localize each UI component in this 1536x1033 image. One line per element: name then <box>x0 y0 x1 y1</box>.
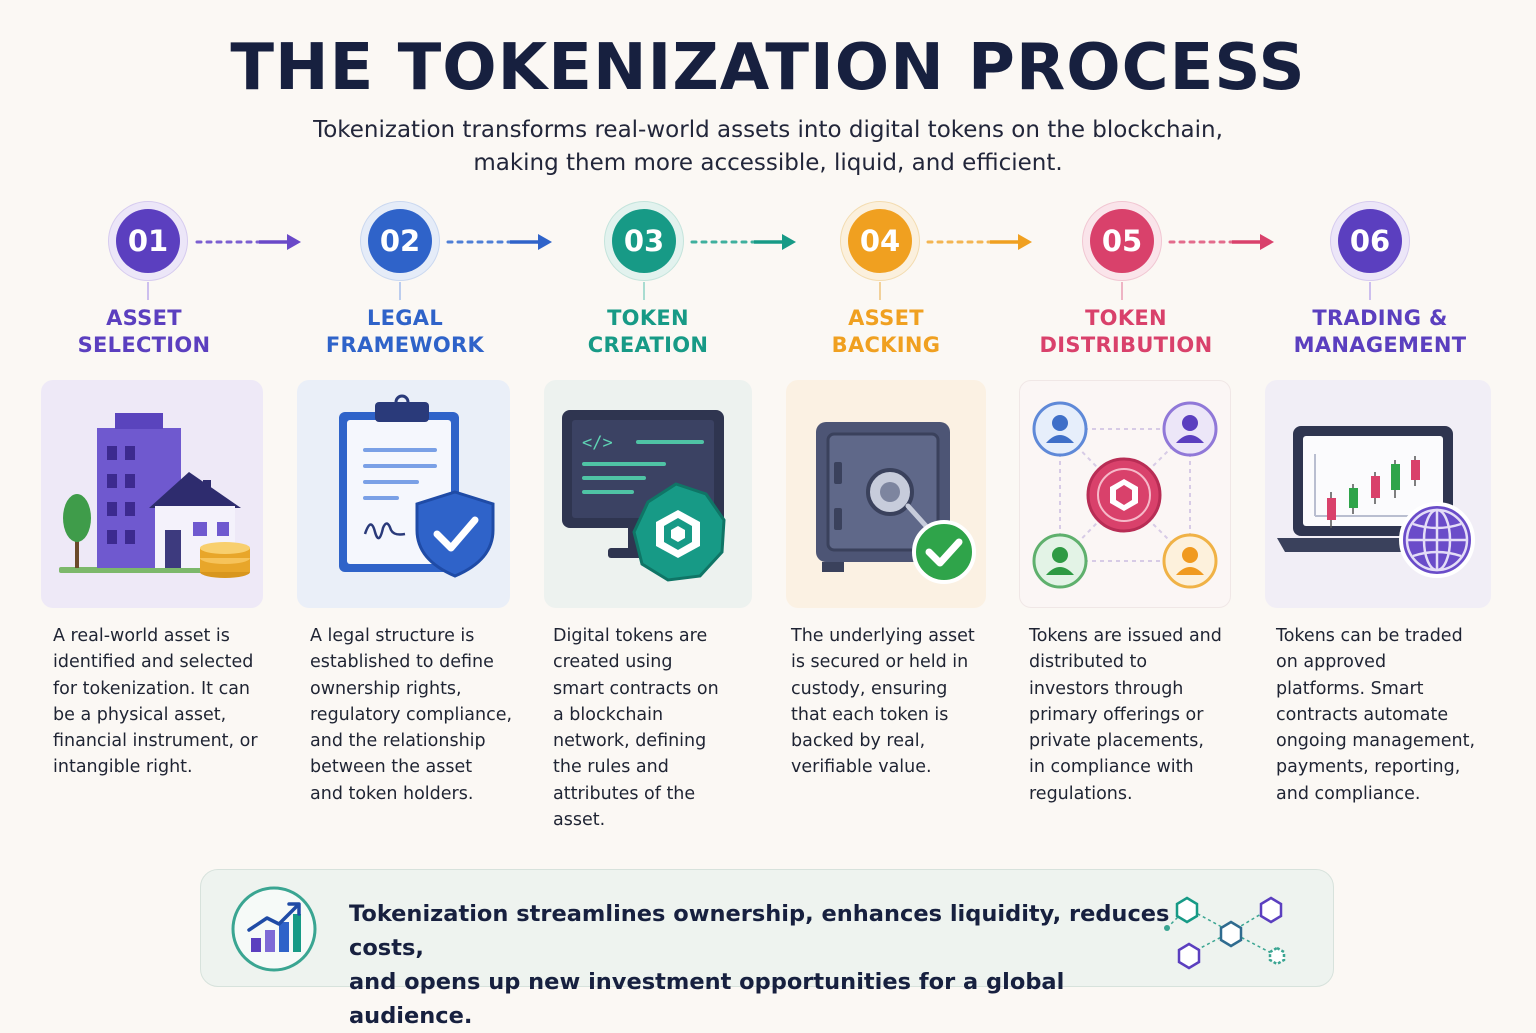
step-illustration-card <box>41 380 263 608</box>
svg-text:</>: </> <box>582 433 613 453</box>
arrow-3-to-4-icon <box>690 234 796 250</box>
arrow-2-to-3-icon <box>446 234 552 250</box>
step-description: A real-world asset is identified and sel… <box>53 626 258 778</box>
blockchain-cubes-icon <box>1164 896 1286 970</box>
step-title: TRADING & MANAGEMENT <box>1293 306 1467 357</box>
growth-chart-icon <box>231 886 317 972</box>
step-description: The underlying asset is secured or held … <box>791 626 975 778</box>
step-token-distribution: 05 TOKEN DISTRIBUTION <box>1004 0 1244 1024</box>
step-number-badge: 05 <box>1090 209 1154 273</box>
building-house-coins-icon <box>59 413 250 578</box>
step-title: ASSET BACKING <box>831 306 941 357</box>
step-token-creation: 03 TOKEN CREATION </> Digital tokens are… <box>526 0 766 1024</box>
laptop-chart-globe-icon <box>1277 426 1475 578</box>
summary-banner: Tokenization streamlines ownership, enha… <box>200 869 1334 1029</box>
step-description: Tokens can be traded on approved platfor… <box>1276 626 1476 804</box>
summary-text: Tokenization streamlines ownership, enha… <box>349 901 1170 1029</box>
step-title: LEGAL FRAMEWORK <box>325 306 485 357</box>
step-description: Tokens are issued and distributed to inv… <box>1029 626 1222 804</box>
arrow-4-to-5-icon <box>926 234 1032 250</box>
step-connector <box>643 282 645 300</box>
step-illustration-card <box>786 380 986 608</box>
step-connector <box>147 282 149 300</box>
step-number-badge: 04 <box>848 209 912 273</box>
step-connector <box>879 282 881 300</box>
step-illustration-card <box>1019 380 1231 608</box>
step-asset-selection: 01 ASSET SELECTION <box>28 0 268 1024</box>
step-legal-framework: 02 LEGAL FRAMEWORK A legal structure is … <box>282 0 522 1024</box>
step-connector <box>1121 282 1123 300</box>
step-connector <box>399 282 401 300</box>
step-illustration-card: </> <box>544 380 752 608</box>
step-title: TOKEN CREATION <box>587 306 709 357</box>
step-illustration-card <box>1265 380 1491 608</box>
step-connector <box>1369 282 1371 300</box>
step-description: A legal structure is established to defi… <box>310 626 513 804</box>
step-number-badge: 02 <box>368 209 432 273</box>
page-subtitle: Tokenization transforms real-world asset… <box>313 117 1223 176</box>
arrow-1-to-2-icon <box>195 234 301 250</box>
step-asset-backing: 04 ASSET BACKING The underlying asset is… <box>764 0 1004 1024</box>
safe-check-icon <box>816 422 976 584</box>
page-title: THE TOKENIZATION PROCESS <box>230 31 1306 105</box>
step-number-badge: 03 <box>612 209 676 273</box>
clipboard-shield-icon <box>339 394 495 578</box>
step-trading-management: 06 TRADING & MANAGEMENT <box>1250 0 1491 1024</box>
step-title: ASSET SELECTION <box>77 306 211 357</box>
step-illustration-card <box>297 380 510 608</box>
step-description: Digital tokens are created using smart c… <box>553 626 719 831</box>
step-title: TOKEN DISTRIBUTION <box>1039 306 1213 357</box>
step-number-badge: 01 <box>116 209 180 273</box>
monitor-code-token-icon: </> <box>562 410 726 582</box>
arrow-5-to-6-icon <box>1168 234 1274 250</box>
step-number-badge: 06 <box>1338 209 1402 273</box>
token-network-investors-icon <box>1032 401 1218 589</box>
